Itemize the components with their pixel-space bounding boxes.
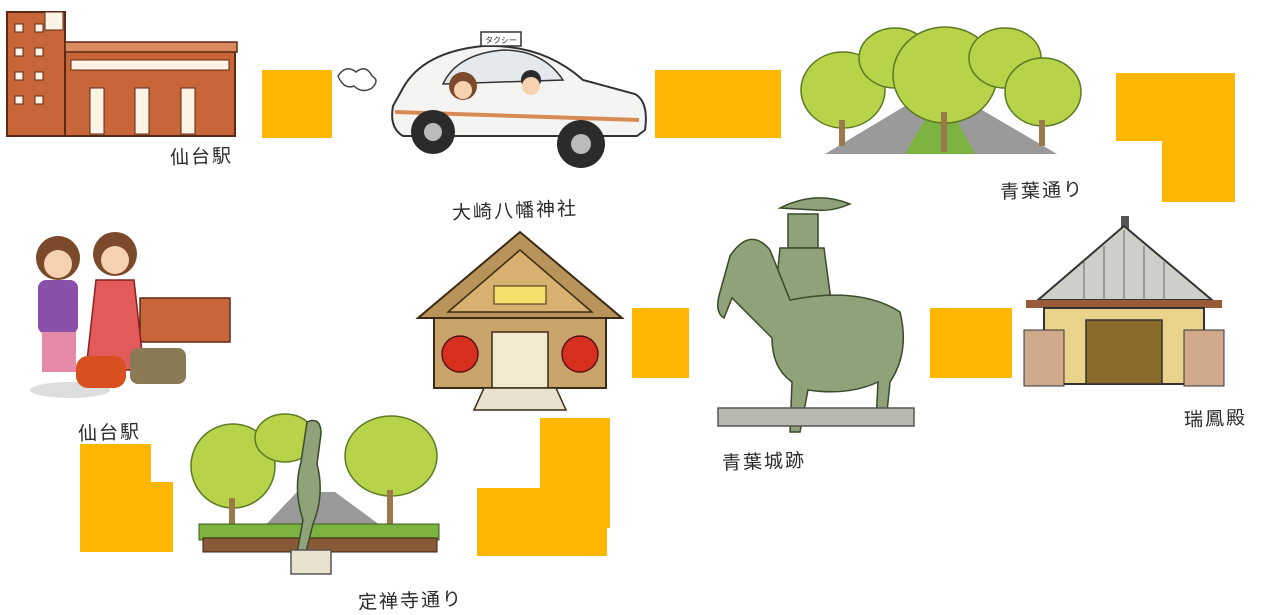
station-building-icon [6,11,238,137]
route-block-5b [477,488,607,556]
caption-jozenji-dori: 定禅寺通り [357,588,464,614]
travelers-icon [30,232,231,398]
tree-lined-avenue-icon [800,26,1082,154]
route-block-7 [930,308,1012,378]
horse-statue-icon [717,197,915,433]
shrine-icon [415,230,625,411]
caption-sendai-station-top: 仙台駅 [169,144,234,170]
route-block-4a [80,444,151,552]
caption-zuihoden: 瑞鳳殿 [1183,406,1248,432]
caption-osaki-hachiman: 大崎八幡神社 [451,197,579,225]
route-block-2 [655,70,781,138]
route-block-3b [1162,140,1235,202]
route-block-3a [1116,73,1235,141]
caption-aoba-dori: 青葉通り [999,178,1085,204]
taxi-icon: タクシー [337,31,647,168]
caption-aoba-castle: 青葉城跡 [721,449,807,475]
taxi-roof-sign: タクシー [485,36,517,45]
caption-sendai-station-bottom: 仙台駅 [77,420,142,446]
route-block-1 [262,70,332,138]
route-block-6 [632,308,689,378]
route-block-4b [150,482,173,552]
park-statue-icon [190,413,440,575]
mausoleum-icon [1023,216,1225,387]
